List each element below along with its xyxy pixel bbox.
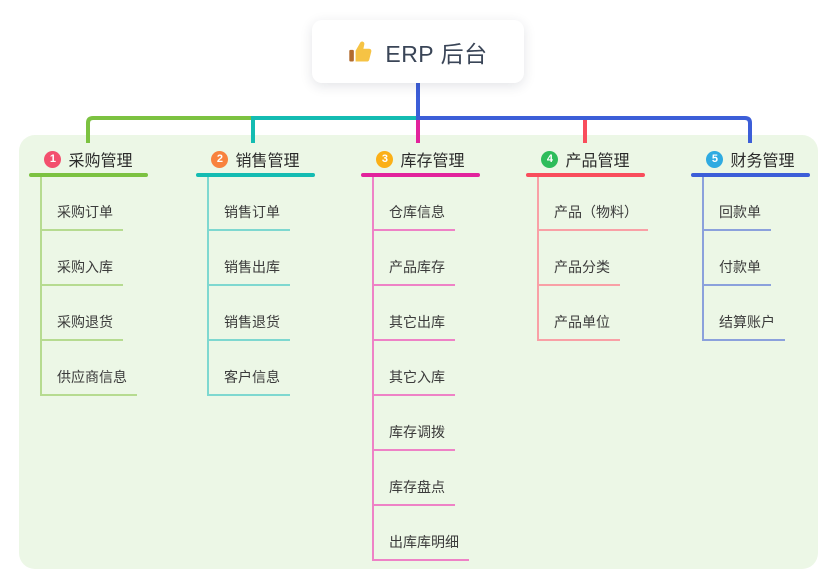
child-node[interactable]: 回款单 bbox=[704, 177, 810, 231]
branch-sales: 2 销售管理 销售订单 销售出库 销售退货 客户信息 bbox=[196, 135, 315, 396]
child-label: 产品单位 bbox=[539, 312, 620, 341]
root-node[interactable]: ERP 后台 bbox=[312, 20, 524, 83]
branch-children: 回款单 付款单 结算账户 bbox=[702, 177, 810, 341]
branch-label: 销售管理 bbox=[235, 153, 300, 170]
child-node[interactable]: 销售订单 bbox=[209, 177, 315, 231]
thumbs-up-icon bbox=[349, 41, 372, 62]
child-label: 采购入库 bbox=[42, 257, 123, 286]
child-node[interactable]: 付款单 bbox=[704, 231, 810, 286]
child-node[interactable]: 其它入库 bbox=[374, 341, 480, 396]
branch-children: 产品（物料） 产品分类 产品单位 bbox=[537, 177, 648, 341]
child-node[interactable]: 销售出库 bbox=[209, 231, 315, 286]
child-node[interactable]: 库存盘点 bbox=[374, 451, 480, 506]
branch-underline bbox=[196, 173, 315, 177]
branch-title: 2 销售管理 bbox=[196, 148, 315, 170]
child-label: 产品（物料） bbox=[539, 202, 648, 231]
branch-children: 销售订单 销售出库 销售退货 客户信息 bbox=[207, 177, 315, 396]
branch-sales-node[interactable]: 2 销售管理 bbox=[196, 135, 315, 177]
child-label: 供应商信息 bbox=[42, 367, 137, 396]
branch-title: 5 财务管理 bbox=[691, 148, 810, 170]
child-label: 产品库存 bbox=[374, 257, 455, 286]
child-label: 采购退货 bbox=[42, 312, 123, 341]
branch-label: 财务管理 bbox=[730, 153, 795, 170]
child-label: 销售退货 bbox=[209, 312, 290, 341]
branch-finance-node[interactable]: 5 财务管理 bbox=[691, 135, 810, 177]
child-node[interactable]: 产品（物料） bbox=[539, 177, 648, 231]
branch-number-badge: 4 bbox=[541, 150, 559, 168]
child-node[interactable]: 产品分类 bbox=[539, 231, 645, 286]
child-node[interactable]: 采购订单 bbox=[42, 177, 148, 231]
child-node[interactable]: 产品库存 bbox=[374, 231, 480, 286]
branch-children: 仓库信息 产品库存 其它出库 其它入库 库存调拨 库存盘点 出库库明细 bbox=[372, 177, 480, 561]
child-node[interactable]: 采购入库 bbox=[42, 231, 148, 286]
child-label: 结算账户 bbox=[704, 312, 785, 341]
child-label: 销售订单 bbox=[209, 202, 290, 231]
child-label: 库存盘点 bbox=[374, 477, 455, 506]
child-label: 采购订单 bbox=[42, 202, 123, 231]
branch-underline bbox=[526, 173, 645, 177]
branch-title: 1 采购管理 bbox=[29, 148, 148, 170]
child-node[interactable]: 仓库信息 bbox=[374, 177, 480, 231]
branch-inventory-node[interactable]: 3 库存管理 bbox=[361, 135, 480, 177]
child-node[interactable]: 销售退货 bbox=[209, 286, 315, 341]
child-label: 客户信息 bbox=[209, 367, 290, 396]
child-label: 其它出库 bbox=[374, 312, 455, 341]
child-node[interactable]: 供应商信息 bbox=[42, 341, 148, 396]
branch-label: 产品管理 bbox=[565, 153, 630, 170]
branch-number-badge: 3 bbox=[376, 150, 394, 168]
child-node[interactable]: 采购退货 bbox=[42, 286, 148, 341]
branch-underline bbox=[29, 173, 148, 177]
child-label: 出库库明细 bbox=[374, 532, 469, 561]
root-label: ERP 后台 bbox=[385, 40, 488, 67]
branch-title: 3 库存管理 bbox=[361, 148, 480, 170]
branch-product: 4 产品管理 产品（物料） 产品分类 产品单位 bbox=[526, 135, 648, 341]
branch-title: 4 产品管理 bbox=[526, 148, 645, 170]
child-node[interactable]: 其它出库 bbox=[374, 286, 480, 341]
child-node[interactable]: 出库库明细 bbox=[374, 506, 480, 561]
branch-number-badge: 5 bbox=[706, 150, 724, 168]
child-label: 产品分类 bbox=[539, 257, 620, 286]
branch-number-badge: 1 bbox=[44, 150, 62, 168]
branch-underline bbox=[691, 173, 810, 177]
child-label: 仓库信息 bbox=[374, 202, 455, 231]
branch-number-badge: 2 bbox=[211, 150, 229, 168]
child-label: 回款单 bbox=[704, 202, 771, 231]
child-label: 其它入库 bbox=[374, 367, 455, 396]
branches-panel bbox=[19, 135, 818, 569]
branch-purchase-node[interactable]: 1 采购管理 bbox=[29, 135, 148, 177]
child-node[interactable]: 库存调拨 bbox=[374, 396, 480, 451]
child-label: 库存调拨 bbox=[374, 422, 455, 451]
connector-root-finance bbox=[416, 83, 752, 143]
child-label: 销售出库 bbox=[209, 257, 290, 286]
child-node[interactable]: 结算账户 bbox=[704, 286, 810, 341]
branch-product-node[interactable]: 4 产品管理 bbox=[526, 135, 645, 177]
branch-underline bbox=[361, 173, 480, 177]
child-label: 付款单 bbox=[704, 257, 771, 286]
child-node[interactable]: 客户信息 bbox=[209, 341, 315, 396]
branch-finance: 5 财务管理 回款单 付款单 结算账户 bbox=[691, 135, 810, 341]
child-node[interactable]: 产品单位 bbox=[539, 286, 645, 341]
branch-label: 库存管理 bbox=[400, 153, 465, 170]
branch-label: 采购管理 bbox=[68, 153, 133, 170]
branch-children: 采购订单 采购入库 采购退货 供应商信息 bbox=[40, 177, 148, 396]
branch-inventory: 3 库存管理 仓库信息 产品库存 其它出库 其它入库 库存调拨 库存盘点 出库库… bbox=[361, 135, 480, 561]
branch-purchase: 1 采购管理 采购订单 采购入库 采购退货 供应商信息 bbox=[29, 135, 148, 396]
